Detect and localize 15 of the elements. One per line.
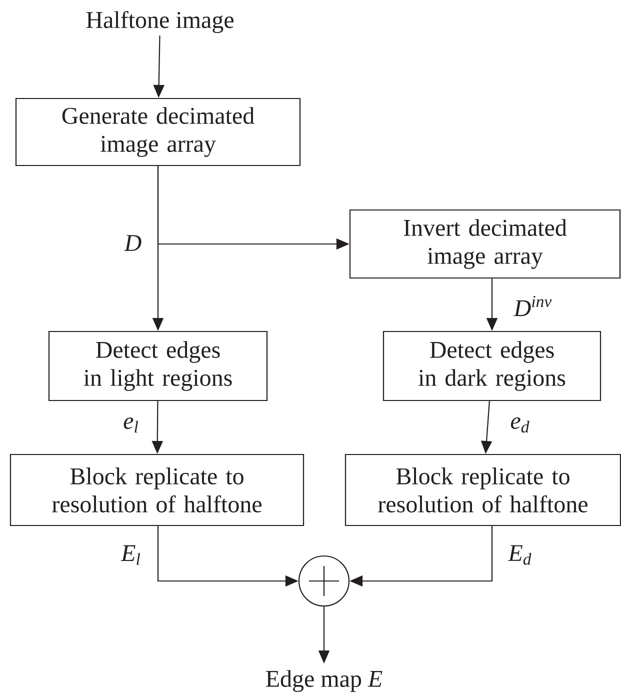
flow-text: Edge map E xyxy=(266,670,382,692)
process-box: Block replicate to resolution of halftone xyxy=(344,454,621,526)
edge-label: e$_{d}$ xyxy=(510,417,530,433)
process-box: Invert decimated image array xyxy=(349,209,621,279)
edge-label: E$_{d}$ xyxy=(508,545,532,565)
edge-label: E$_{l}$ xyxy=(120,545,140,565)
edge-label: D$^{inv}$ xyxy=(514,296,552,316)
process-box: Detect edges in light regions xyxy=(48,330,268,402)
process-box: Detect edges in dark regions xyxy=(382,330,602,402)
edge-label: e$_{l}$ xyxy=(124,417,138,433)
process-box: Block replicate to resolution of halftone xyxy=(10,454,304,526)
summing-junction xyxy=(298,555,350,607)
flow-text: Halftone image xyxy=(86,10,234,34)
edge-label: D xyxy=(124,235,142,251)
process-box: Generate decimated image array xyxy=(15,98,301,166)
